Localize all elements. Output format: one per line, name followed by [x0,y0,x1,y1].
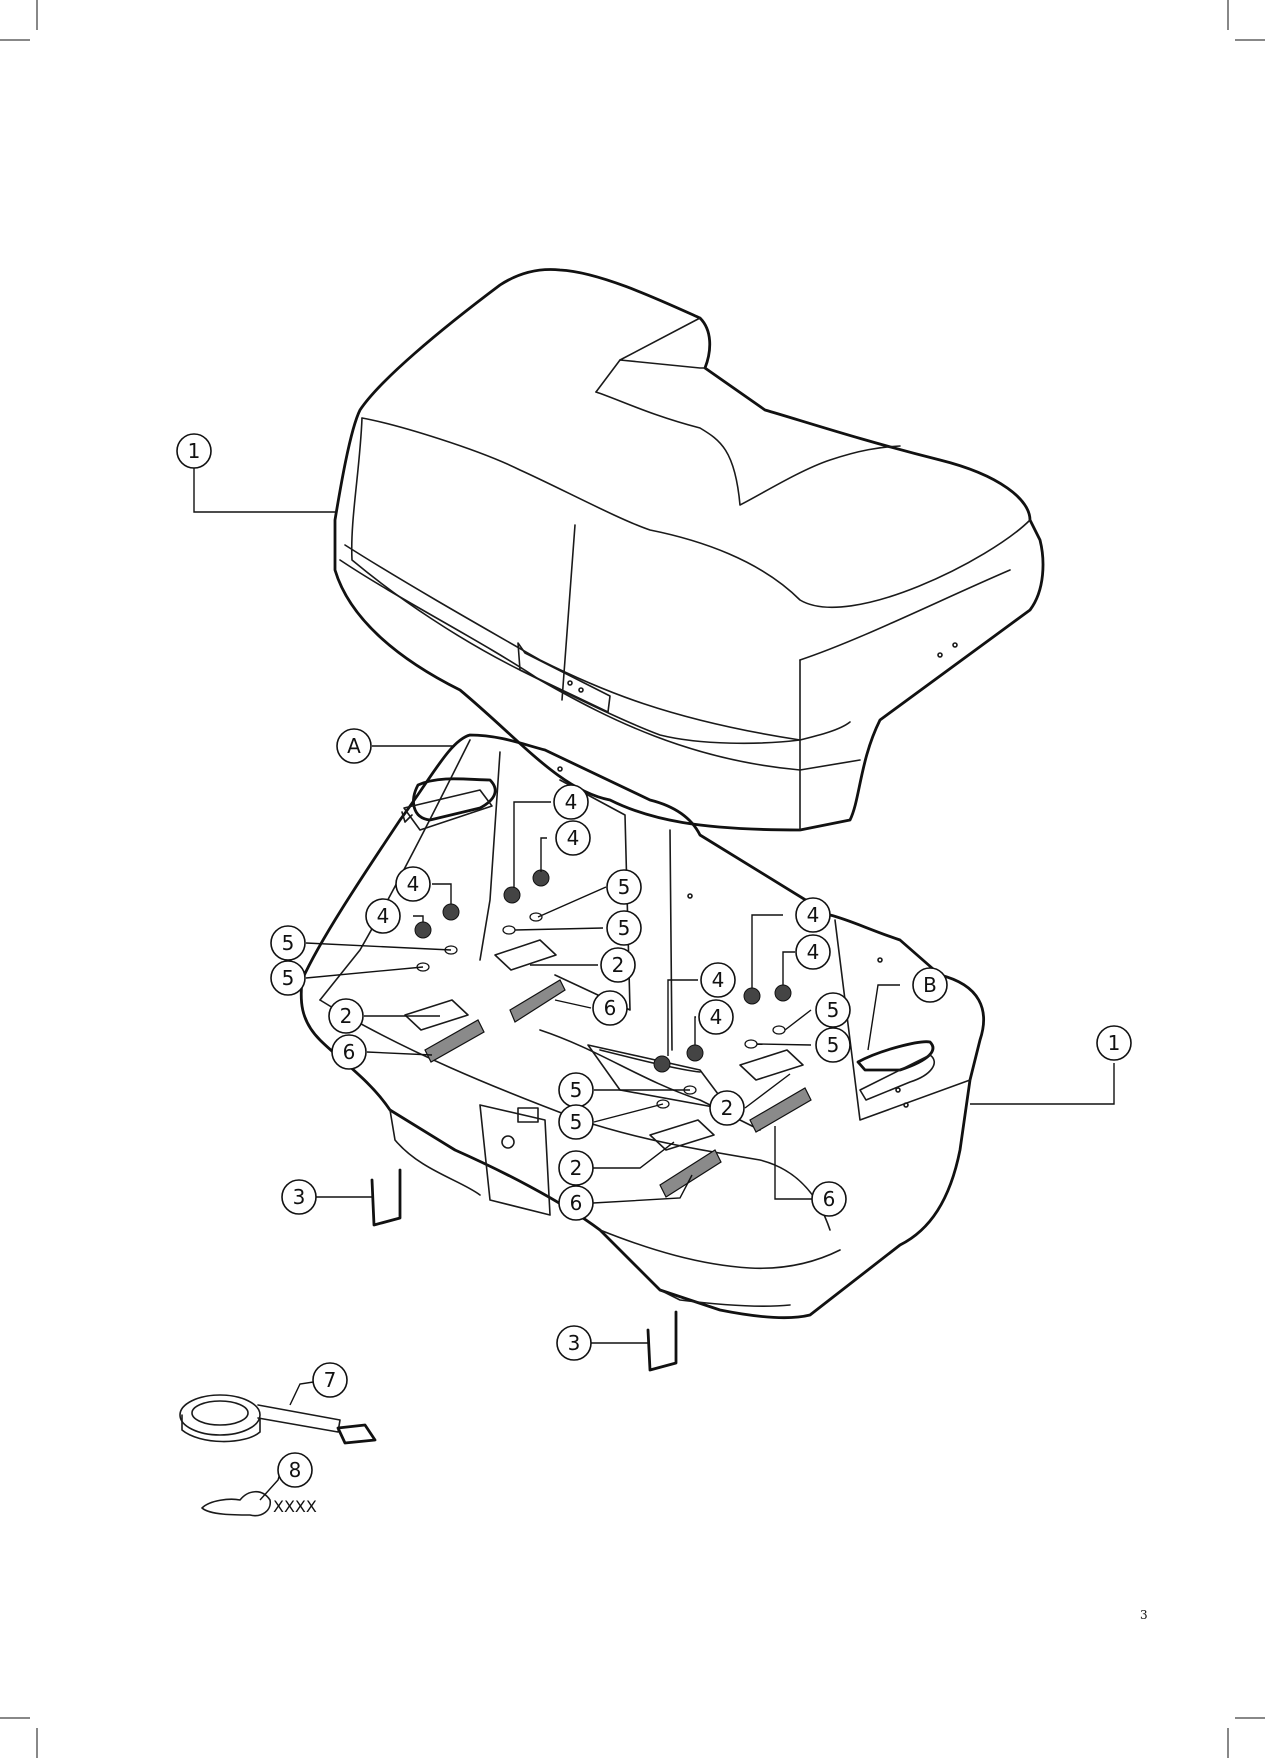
svg-text:6: 6 [823,1187,836,1211]
callout-plate-3: 2 [710,1091,744,1125]
callout-knob-6: 4 [796,935,830,969]
svg-text:5: 5 [827,998,840,1022]
svg-text:2: 2 [612,953,625,977]
callout-plate-1: 2 [601,948,635,982]
strap [180,1395,375,1443]
svg-text:5: 5 [618,875,631,899]
svg-text:A: A [347,734,361,758]
callout-knob-7: 4 [701,963,735,997]
svg-text:1: 1 [188,439,201,463]
callout-pad-3: 6 [559,1186,593,1220]
svg-text:5: 5 [282,966,295,990]
callout-washer-3: 5 [271,926,305,960]
callout-clamp-b: B [913,968,947,1002]
svg-text:4: 4 [377,904,390,928]
svg-text:6: 6 [604,996,617,1020]
svg-text:4: 4 [710,1005,723,1029]
svg-text:1: 1 [1108,1031,1121,1055]
callout-plate-4: 2 [559,1151,593,1185]
svg-text:5: 5 [570,1110,583,1134]
svg-text:2: 2 [570,1156,583,1180]
svg-text:4: 4 [807,940,820,964]
callout-plate-2: 2 [329,999,363,1033]
callout-washer-5: 5 [816,993,850,1027]
bracket-left [372,1170,400,1225]
svg-text:4: 4 [712,968,725,992]
bracket-bottom [648,1312,676,1370]
callout-washer-8: 5 [559,1105,593,1139]
svg-text:6: 6 [343,1040,356,1064]
callout-pad-2: 6 [332,1035,366,1069]
callout-knob-4: 4 [366,899,400,933]
svg-text:4: 4 [407,872,420,896]
svg-text:5: 5 [282,931,295,955]
svg-text:5: 5 [827,1033,840,1057]
callout-bracket-left: 3 [282,1180,316,1214]
svg-text:4: 4 [567,826,580,850]
svg-text:3: 3 [568,1331,581,1355]
svg-text:5: 5 [618,916,631,940]
svg-text:8: 8 [289,1458,302,1482]
svg-text:2: 2 [340,1004,353,1028]
svg-text:B: B [923,973,937,997]
svg-text:4: 4 [807,903,820,927]
clamp-a [402,779,495,830]
callout-pad-1: 6 [593,991,627,1025]
svg-text:5: 5 [570,1078,583,1102]
callout-bracket-bottom: 3 [557,1326,591,1360]
svg-text:7: 7 [324,1368,337,1392]
callout-pad-4: 6 [812,1182,846,1216]
callout-knob-5: 4 [796,898,830,932]
callout-washer-7: 5 [559,1073,593,1107]
callout-knob-3: 4 [396,867,430,901]
callout-strap: 7 [313,1363,347,1397]
svg-text:3: 3 [293,1185,306,1209]
svg-text:6: 6 [570,1191,583,1215]
key-code-label: XXXX [273,1497,317,1516]
callout-clamp-a: A [337,729,371,763]
callout-knob-1: 4 [554,785,588,819]
page-number: 3 [1140,1608,1148,1622]
callout-lid: 1 [177,434,211,468]
callout-washer-2: 5 [607,911,641,945]
callout-washer-4: 5 [271,961,305,995]
base [301,735,983,1318]
svg-text:2: 2 [721,1096,734,1120]
callout-key: 8 [278,1453,312,1487]
svg-text:4: 4 [565,790,578,814]
callout-washer-6: 5 [816,1028,850,1062]
callout-knob-2: 4 [556,821,590,855]
callout-knob-8: 4 [699,1000,733,1034]
key [202,1492,270,1516]
callout-washer-1: 5 [607,870,641,904]
callout-base: 1 [1097,1026,1131,1060]
